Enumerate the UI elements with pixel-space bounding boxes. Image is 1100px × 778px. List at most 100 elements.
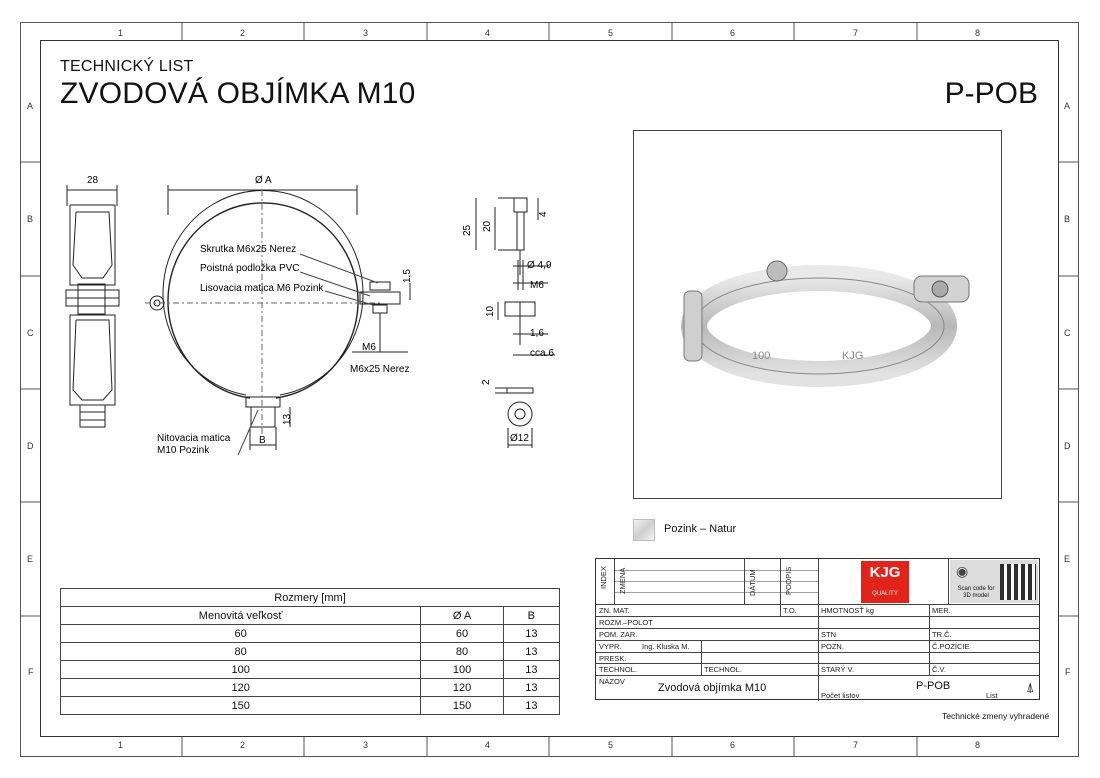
tb-zn-mat: ZN. MAT.	[599, 606, 630, 615]
tb-stn: STN	[821, 630, 836, 639]
washer-label: Poistná podložka PVC	[200, 263, 300, 274]
table-cell: 80	[420, 642, 504, 661]
tb-list: List	[986, 691, 998, 700]
nut-label: Lisovacia matica M6 Pozink	[200, 283, 324, 294]
table-cell: 60	[420, 624, 504, 643]
product-code: P-POB	[944, 77, 1038, 110]
drawing-inner-frame	[40, 40, 1059, 737]
grid-row-label: E	[27, 554, 34, 564]
table-cell: 13	[502, 660, 561, 679]
tb-tr-c: TR.Č.	[932, 630, 952, 639]
table-row: 150 150 13	[59, 696, 561, 715]
grid-row-label: C	[1064, 328, 1071, 338]
grid-col-label: 1	[118, 740, 124, 750]
screw-label: Skrutka M6x25 Nerez	[200, 244, 296, 255]
grid-col-label: 4	[485, 740, 491, 750]
grid-col-label: 5	[608, 740, 614, 750]
grid-col-label: 6	[730, 740, 736, 750]
tb-presk: PRESK.	[599, 654, 627, 663]
m6-label: M6	[362, 342, 376, 353]
tb-technol: TECHNOL.	[599, 665, 637, 674]
grid-row-label: A	[1064, 101, 1071, 111]
table-cell: 120	[420, 678, 504, 697]
rivet-nut-label-2: M10 Pozink	[157, 445, 210, 456]
rivet-nut-label-1: Nitovacia matica	[157, 433, 231, 444]
tb-to: T.O.	[783, 606, 797, 615]
tb-vypr-name: Ing. Kluska M.	[642, 642, 690, 651]
grid-row-label: F	[1065, 667, 1071, 677]
finish-swatch	[633, 519, 655, 541]
tb-code-value: P-POB	[916, 680, 951, 692]
table-header: B	[502, 606, 561, 625]
table-cell: 13	[502, 678, 561, 697]
grid-row-label: B	[27, 214, 34, 224]
tb-mer: MER.	[932, 606, 951, 615]
table-row: 80 80 13	[59, 642, 561, 661]
table-header: Menovitá veľkosť	[59, 606, 422, 625]
detail-1-6-label: 1,6	[530, 328, 544, 339]
dim-diameter-label: Ø A	[255, 175, 272, 186]
front-view	[149, 185, 411, 450]
compass-icon: ⍋	[1026, 679, 1035, 695]
clamp-photo-illustration: 100 KJG	[681, 260, 970, 387]
tb-stary-v: STARÝ V.	[821, 665, 854, 674]
grid-col-label: 6	[730, 28, 736, 38]
grid-row-label: C	[27, 328, 34, 338]
table-cell: 60	[59, 624, 422, 643]
tb-index: INDEX	[599, 566, 608, 589]
tb-c-pozicie: Č.POZÍCIE	[932, 642, 970, 651]
grid-col-label: 1	[118, 28, 124, 38]
detail-4-label: 4	[538, 211, 549, 217]
sheet-title: ZVODOVÁ OBJÍMKA M10	[60, 77, 416, 110]
photo-stamp-100: 100	[752, 350, 770, 362]
detail-20-label: 20	[482, 220, 493, 232]
footer-note: Technické zmeny vyhradené	[942, 711, 1050, 721]
detail-25-label: 25	[462, 224, 473, 236]
grid-row-label: B	[1064, 214, 1071, 224]
finish-label: Pozink – Natur	[664, 523, 737, 535]
table-cell: 100	[59, 660, 422, 679]
tb-technol-2: TECHNOL.	[704, 665, 742, 674]
grid-row-label: E	[1064, 554, 1071, 564]
detail-m6-label: M6	[530, 280, 544, 291]
sheet-subtitle: TECHNICKÝ LIST	[60, 58, 194, 75]
tb-c-v: Č.V.	[932, 665, 946, 674]
grid-row-label: D	[1064, 441, 1071, 451]
table-cell: 150	[420, 696, 504, 715]
grid-row-label: A	[27, 101, 34, 111]
tb-hmotnost: HMOTNOSŤ kg	[821, 606, 874, 615]
table-cell: 13	[502, 696, 561, 715]
grid-col-label: 7	[853, 28, 859, 38]
tb-rozm-polot: ROZM.–POLOT	[599, 618, 653, 627]
grid-col-label: 7	[853, 740, 859, 750]
product-photo: 100 KJG	[633, 130, 1002, 499]
detail-d12-label: Ø12	[510, 433, 529, 444]
dimensions-table: Rozmery [mm] Menovitá veľkosť Ø A B 60 6…	[59, 588, 561, 715]
dim-13-label: 13	[282, 413, 293, 425]
detail-2-label: 2	[481, 379, 492, 385]
tb-vypr: VYPR.	[599, 642, 622, 651]
table-cell: 80	[59, 642, 422, 661]
grid-col-label: 5	[608, 28, 614, 38]
grid-col-label: 2	[240, 28, 246, 38]
qr-scan-panel[interactable]: ◉ Scan code for 3D model	[950, 560, 1038, 603]
table-row: 120 120 13	[59, 678, 561, 697]
dim-b-label: B	[259, 435, 266, 446]
table-cell: 13	[502, 642, 561, 661]
detail-10-label: 10	[485, 305, 496, 317]
table-cell: 120	[59, 678, 422, 697]
tb-pozn: POZN.	[821, 642, 844, 651]
eye-icon: ◉	[956, 563, 969, 579]
grid-col-label: 3	[363, 740, 369, 750]
grid-col-label: 4	[485, 28, 491, 38]
dim-1-5-label: 1,5	[402, 269, 413, 283]
technical-drawing: 28 Ø A Skrutka M6x25 Nerez Poistná podlo…	[65, 175, 555, 456]
m6x25-label: M6x25 Nerez	[350, 364, 409, 375]
grid-col-label: 8	[975, 740, 981, 750]
tb-podpis: PODPIS	[784, 566, 793, 595]
grid-col-label: 3	[363, 28, 369, 38]
detail-cca6-label: cca.6	[530, 348, 554, 359]
photo-stamp-kjg: KJG	[842, 350, 863, 362]
tb-nazov: NÁZOV	[599, 677, 625, 686]
